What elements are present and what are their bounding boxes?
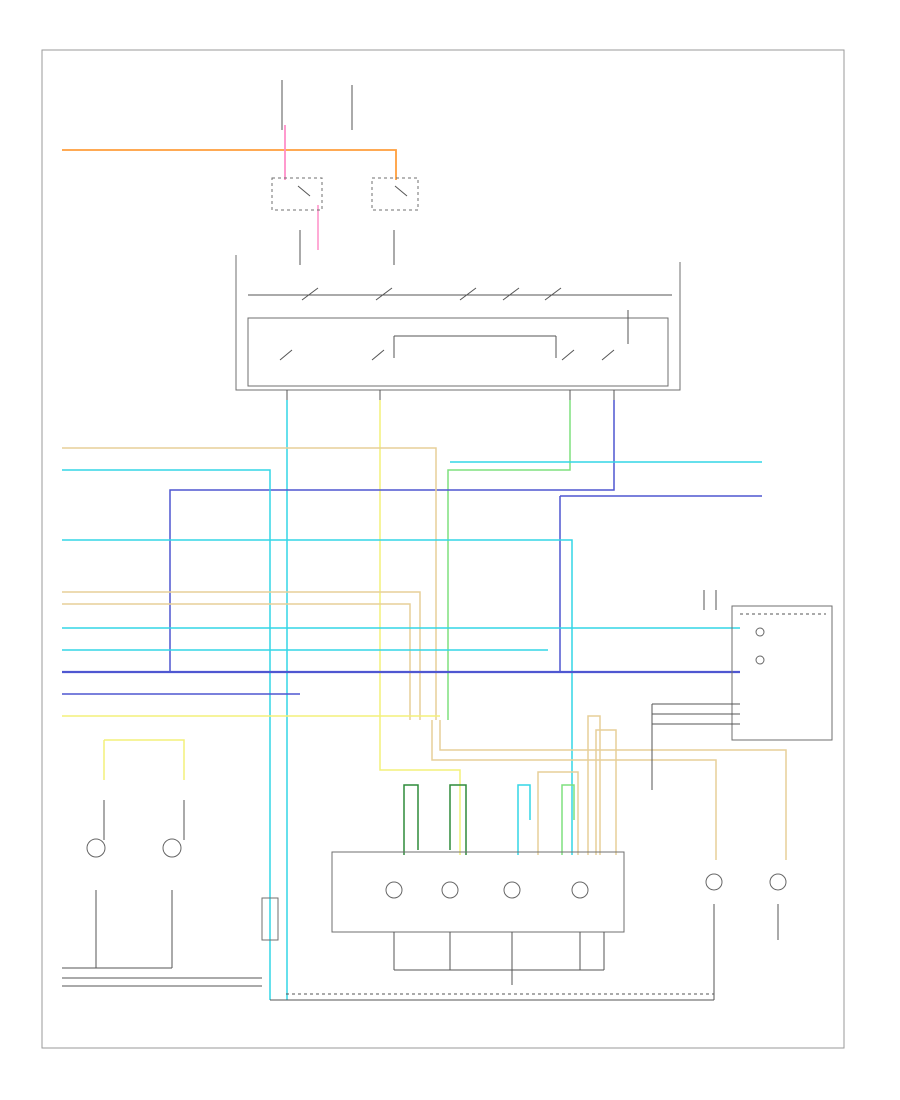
tan-bus-2 bbox=[62, 591, 421, 720]
turn-signal-flasher-relay bbox=[271, 177, 323, 211]
right-tail-light-housing bbox=[331, 851, 625, 933]
right-tail-bulb-1 bbox=[385, 881, 403, 899]
power-feed-wires bbox=[62, 125, 397, 250]
ground-point bbox=[261, 897, 279, 941]
tan-bus-3 bbox=[62, 603, 411, 720]
right-tail-bulb-4 bbox=[571, 881, 589, 899]
right-turn-indicator bbox=[755, 655, 765, 665]
light-blue-right-tail bbox=[517, 784, 531, 855]
dark-green-wire-2 bbox=[449, 784, 467, 855]
dark-blue-wire-right-turn bbox=[169, 400, 615, 672]
tan-right-tail-1 bbox=[537, 771, 579, 855]
light-green-wire bbox=[447, 400, 571, 720]
tan-bus-1 bbox=[62, 447, 437, 720]
right-tail-light-assembly bbox=[331, 851, 625, 985]
yellow-left-tail bbox=[103, 739, 185, 780]
diagram-frame bbox=[41, 49, 845, 1049]
instrument-cluster bbox=[731, 605, 833, 741]
instrument-cluster-block bbox=[651, 590, 833, 790]
license-lamps bbox=[705, 873, 787, 1000]
left-turn-indicator bbox=[755, 627, 765, 637]
dark-green-wire-1 bbox=[403, 784, 419, 855]
left-tail-bulb-1 bbox=[86, 838, 106, 858]
turn-hazard-switch-assembly bbox=[235, 255, 681, 400]
light-blue-bus-3 bbox=[62, 539, 573, 855]
turn-signal-switch bbox=[247, 317, 669, 387]
fuse-block-labels bbox=[281, 80, 353, 130]
right-tail-bulb-2 bbox=[441, 881, 459, 899]
light-green-right-tail bbox=[561, 784, 575, 855]
left-tail-bulb-2 bbox=[162, 838, 182, 858]
signal-wires bbox=[62, 400, 787, 1000]
orange-feed-wire bbox=[62, 149, 397, 180]
ground-connector bbox=[62, 897, 714, 1001]
hazard-flasher-relay bbox=[371, 177, 419, 211]
license-lamp-right bbox=[769, 873, 787, 891]
light-blue-bus-1 bbox=[62, 469, 271, 1000]
tan-right-tail-2 bbox=[587, 715, 601, 855]
left-tail-light-assembly bbox=[62, 800, 185, 969]
right-tail-bulb-3 bbox=[503, 881, 521, 899]
tan-right-tail-3 bbox=[595, 729, 617, 855]
tan-wire-license-2 bbox=[431, 720, 717, 860]
tan-wire-license bbox=[439, 720, 787, 860]
license-lamp-left bbox=[705, 873, 723, 891]
flasher-relays bbox=[271, 177, 419, 265]
yellow-wire-hazard bbox=[379, 400, 461, 855]
